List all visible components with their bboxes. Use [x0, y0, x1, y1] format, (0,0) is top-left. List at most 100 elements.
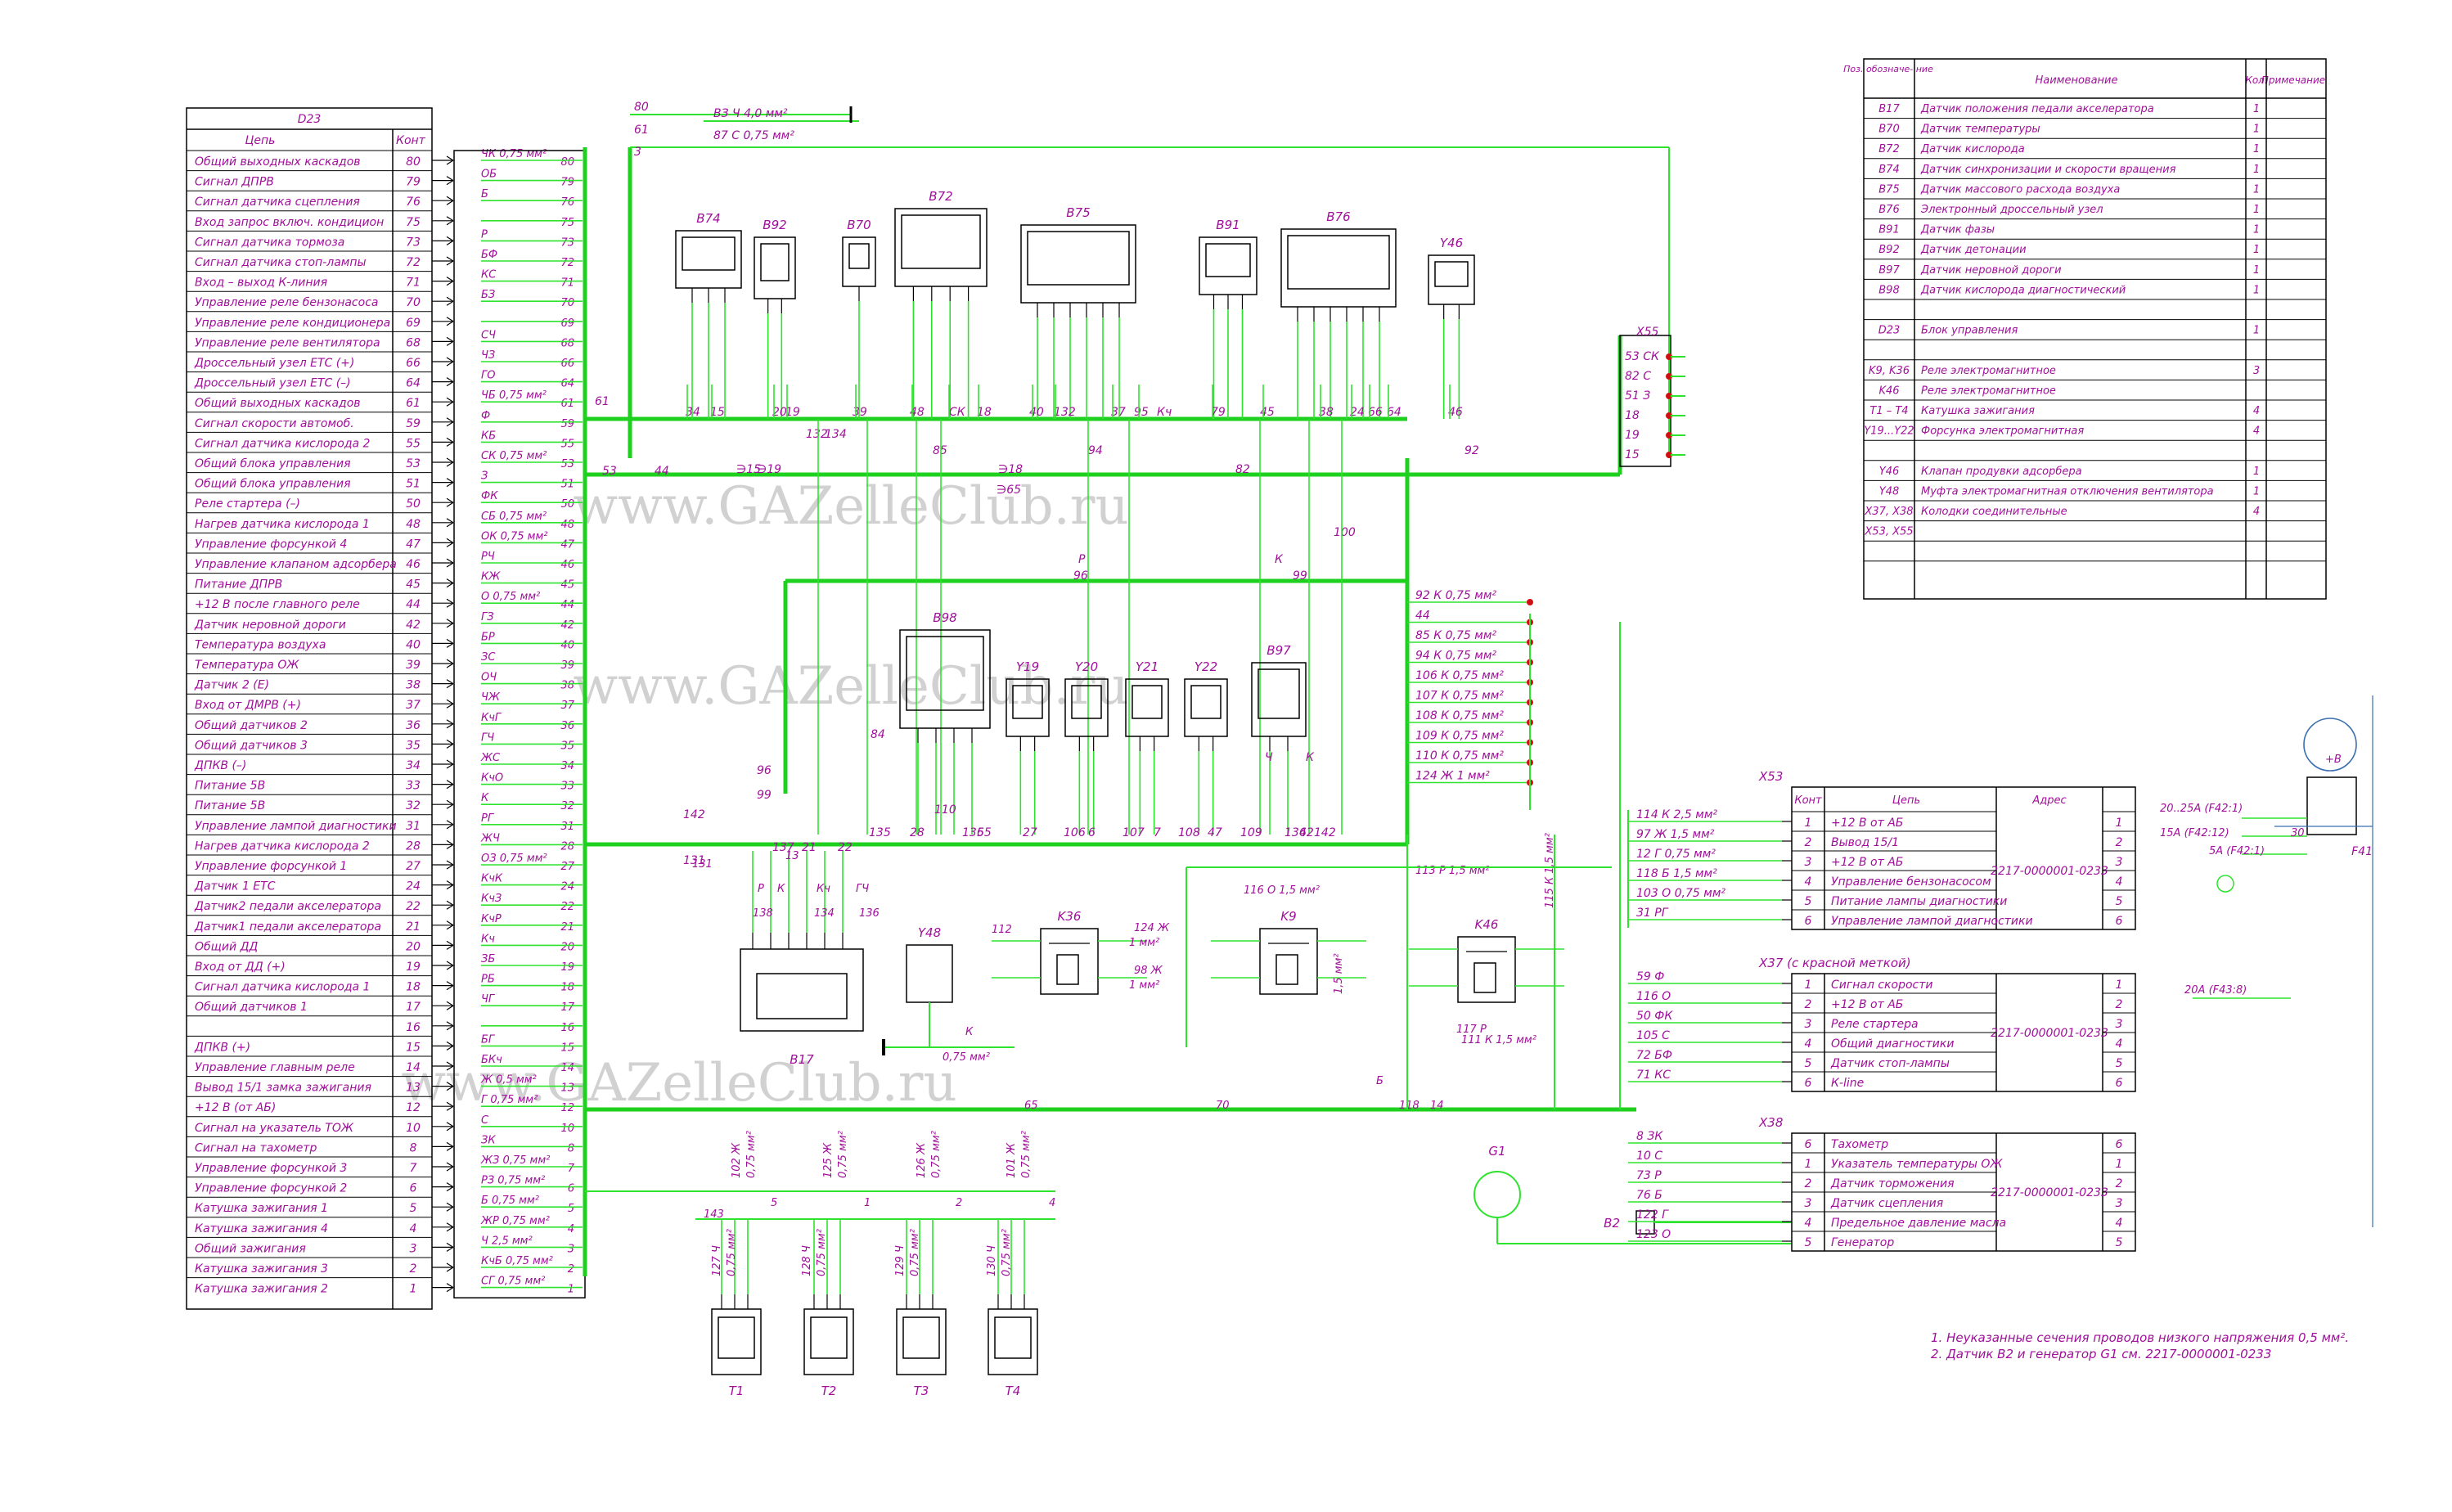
circuit-label: Датчик сцепления — [1830, 1197, 1943, 1210]
component-label: T1 — [729, 1384, 745, 1398]
legend-name: Форсунка электромагнитная — [1921, 425, 2084, 438]
wire-code: Р — [481, 228, 488, 241]
wire-code: КчБ 0,75 мм² — [481, 1255, 553, 1267]
wire-number: Ч — [1265, 751, 1273, 764]
d23-circuit-label: Вход – выход К-линия — [195, 277, 327, 290]
wire-number: 15 — [710, 406, 725, 419]
d23-circuit-label: Общий выходных каскадов — [195, 397, 361, 410]
arrow-head — [446, 336, 454, 346]
legend-col-qty: Кол. — [2245, 74, 2267, 86]
wire-code: ЧЖ — [481, 691, 501, 704]
wire-number: 2 — [956, 1197, 962, 1209]
d23-circuit-label: Общий зажигания — [195, 1242, 306, 1255]
pin-num: 28 — [560, 840, 574, 853]
pin-num: 18 — [560, 982, 574, 994]
contact-num: 5 — [1805, 1057, 1812, 1070]
component-body — [1071, 685, 1102, 719]
wire-number: 110 — [934, 803, 956, 817]
d23-contact-num: 75 — [406, 216, 421, 229]
d23-circuit-label: Датчик2 педали акселератора — [194, 900, 381, 913]
pin-num: 70 — [560, 297, 574, 309]
pin-num: 1 — [2116, 979, 2123, 992]
label: 87 С 0,75 мм² — [713, 129, 794, 142]
d23-circuit-label: Общий датчиков 3 — [195, 739, 308, 752]
coil-t2 — [803, 1308, 854, 1375]
pin-num: 32 — [560, 800, 574, 812]
pin-num: 69 — [560, 317, 574, 330]
coil-t3 — [896, 1308, 947, 1375]
d23-contact-num: 37 — [406, 699, 421, 712]
wire-code: ЧБ 0,75 мм² — [481, 389, 547, 402]
wire-number: 0,75 мм² — [1020, 1131, 1033, 1178]
circuit-label: Генератор — [1831, 1236, 1894, 1249]
wire-number: 47 — [1208, 826, 1222, 839]
pin-num: 35 — [560, 740, 574, 752]
pin-num: 37 — [560, 700, 574, 712]
arrow-head — [446, 900, 454, 910]
wire-number: 61 — [595, 395, 610, 408]
d23-contact-num: 42 — [406, 619, 421, 632]
component-body — [906, 636, 984, 711]
legend-col-name: Наименование — [2035, 74, 2117, 87]
arrow-head — [446, 155, 454, 165]
component-body — [848, 243, 870, 269]
pin-num: 13 — [560, 1082, 574, 1095]
d23-circuit-label: Катушка зажигания 3 — [195, 1262, 328, 1276]
d23-contact-num: 7 — [410, 1162, 417, 1175]
arrow-head — [446, 1122, 454, 1132]
pin-num: 5 — [2116, 1236, 2123, 1249]
component-label: B72 — [929, 189, 952, 204]
wire-code: ГЧ — [481, 731, 494, 744]
wire-number: 70 — [1216, 1100, 1230, 1112]
wire-code: КчГ — [481, 712, 502, 724]
legend-qty: 1 — [2253, 466, 2260, 478]
d23-table — [186, 107, 433, 1310]
d23-circuit-label: Вход от ДМРВ (+) — [195, 699, 301, 712]
wire-number: 5 — [771, 1197, 777, 1209]
wire-number: 0,75 мм² — [816, 1229, 828, 1276]
pin-num: 2 — [568, 1263, 574, 1276]
contact-num: 4 — [1805, 875, 1812, 889]
component-body — [1287, 235, 1390, 290]
wire-number: 132 — [1054, 406, 1076, 419]
wire-label: 107 К 0,75 мм² — [1415, 690, 1504, 703]
fuse-label: 15А (F42:12) — [2160, 827, 2229, 839]
d23-contact-num: 24 — [406, 880, 421, 893]
arrow-head — [446, 578, 454, 588]
pin-num: 24 — [560, 881, 574, 893]
pin-num: 45 — [560, 579, 574, 592]
d23-circuit-label: Вход от ДД (+) — [195, 961, 286, 974]
d23-contact-num: 64 — [406, 377, 421, 390]
d23-circuit-label: Управление форсункой 2 — [195, 1182, 347, 1195]
contact-num: 5 — [1805, 1236, 1812, 1249]
arrow-head — [446, 920, 454, 930]
wire-number: 142 — [1314, 826, 1336, 839]
coil-body — [718, 1316, 755, 1359]
wire-number: 107 — [1123, 826, 1145, 839]
d23-contact-num: 48 — [406, 518, 421, 531]
wire-number: ∋18 — [998, 463, 1023, 476]
wire-code: КчО — [481, 772, 503, 785]
wire-label: 15 — [1625, 448, 1640, 461]
wire-number: 98 Ж — [1134, 965, 1163, 977]
wire-label: 124 Ж 1 мм² — [1415, 770, 1490, 783]
wire-number: 1,5 мм² — [1333, 953, 1345, 994]
label: 61 — [634, 124, 649, 137]
component-b72 — [894, 208, 988, 287]
d23-contact-num: 2 — [410, 1262, 417, 1276]
d23-contact-num: 79 — [406, 176, 421, 189]
component-label: B17 — [790, 1052, 814, 1067]
component-y20 — [1064, 678, 1109, 737]
component-label: B2 — [1604, 1216, 1620, 1231]
legend-col-pos: Поз. обозначе- ние — [1843, 64, 1933, 74]
wire-label: 51 З — [1625, 389, 1650, 403]
arrow-head — [446, 759, 454, 769]
pin-num: 71 — [560, 277, 574, 290]
component-b92 — [754, 236, 796, 299]
d23-circuit-label: ДПКВ (–) — [194, 759, 246, 772]
wire-number: 13 — [785, 850, 799, 862]
wire-code: СГ 0,75 мм² — [481, 1276, 545, 1288]
legend-qty: 1 — [2253, 204, 2260, 216]
wire-number: 96 — [1073, 569, 1088, 583]
pin-num: 5 — [2116, 895, 2123, 908]
